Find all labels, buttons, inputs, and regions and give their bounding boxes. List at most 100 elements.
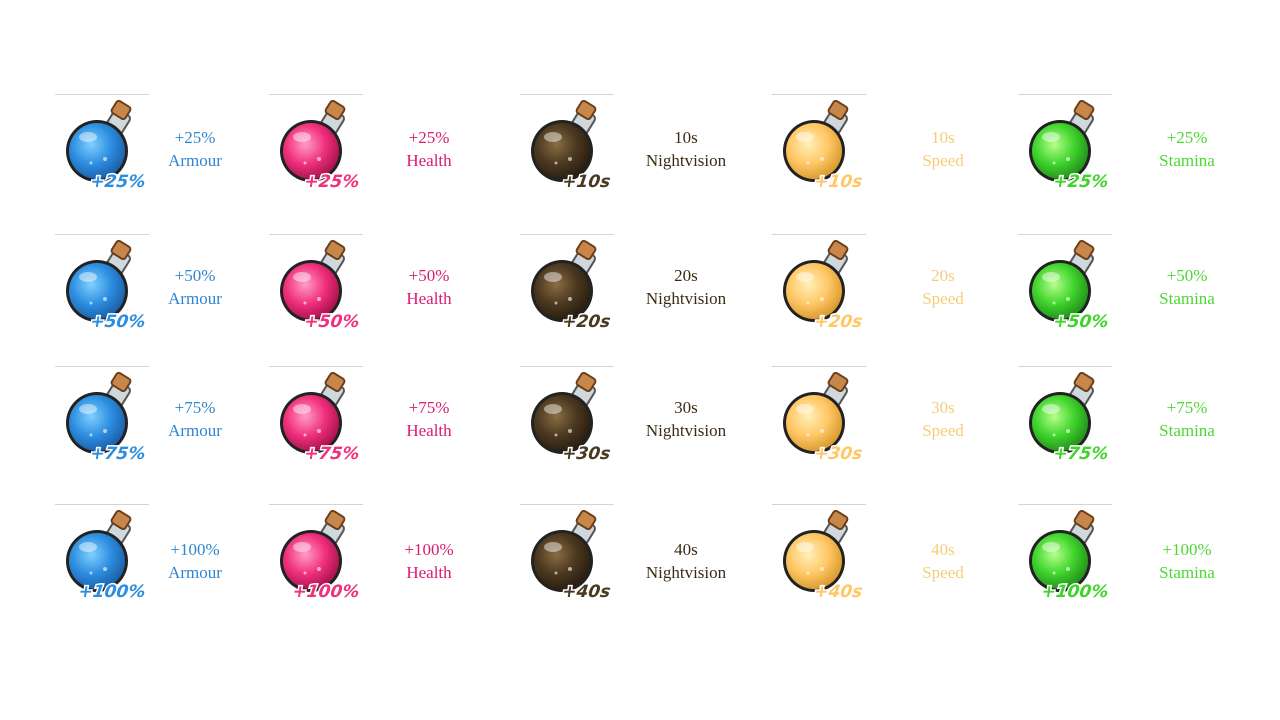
potion-badge-text: +50%: [89, 312, 147, 332]
potion-type: Health: [406, 421, 452, 440]
potion-badge-text: +10s: [561, 172, 612, 192]
potion-amount: +25%: [174, 128, 216, 147]
potion-badge-text: +10s: [813, 172, 864, 192]
potion-amount: 10s: [931, 128, 955, 147]
potion-type: Nightvision: [645, 151, 727, 170]
speed-potion-icon[interactable]: +30s: [772, 366, 866, 467]
potion-bottle-icon: +25%: [280, 99, 362, 193]
speed-potion-icon[interactable]: +40s: [772, 504, 866, 605]
health-potion-label: +100% Health: [404, 538, 453, 584]
potion-type: Speed: [922, 563, 964, 582]
potion-badge-text: +25%: [89, 172, 147, 192]
potion-type: Speed: [922, 151, 964, 170]
potion-bottle-icon: +30s: [531, 371, 613, 465]
stamina-potion-icon[interactable]: +100%: [1018, 504, 1112, 605]
potion-amount: +100%: [170, 540, 220, 559]
nightvision-potion-icon[interactable]: +40s: [520, 504, 614, 605]
potion-type: Armour: [168, 289, 222, 308]
potion-type: Stamina: [1159, 563, 1215, 582]
potion-type: Nightvision: [645, 563, 727, 582]
potion-bottle-icon: +50%: [66, 239, 148, 333]
potion-badge-text: +100%: [77, 582, 147, 602]
nightvision-potion-icon[interactable]: +30s: [520, 366, 614, 467]
health-potion-icon[interactable]: +50%: [269, 234, 363, 335]
armour-potion-icon[interactable]: +100%: [55, 504, 149, 605]
potion-type: Nightvision: [645, 289, 727, 308]
potion-type: Stamina: [1159, 289, 1215, 308]
stamina-potion-icon[interactable]: +25%: [1018, 94, 1112, 195]
potion-badge-text: +100%: [1040, 582, 1110, 602]
potion-amount: 20s: [931, 266, 955, 285]
potion-badge-text: +30s: [813, 444, 864, 464]
health-potion-label: +75% Health: [406, 396, 451, 442]
health-potion-label: +50% Health: [406, 264, 451, 310]
stamina-potion-icon[interactable]: +50%: [1018, 234, 1112, 335]
speed-potion-icon[interactable]: +10s: [772, 94, 866, 195]
potion-badge-text: +40s: [813, 582, 864, 602]
potion-type: Nightvision: [645, 421, 727, 440]
potion-type: Speed: [922, 421, 964, 440]
potion-bottle-icon: +50%: [280, 239, 362, 333]
potion-bottle-icon: +10s: [783, 99, 865, 193]
health-potion-label: +25% Health: [406, 126, 451, 172]
potion-bottle-icon: +10s: [531, 99, 613, 193]
potion-badge-text: +50%: [303, 312, 361, 332]
potion-amount: +75%: [408, 398, 450, 417]
potion-amount: 40s: [674, 540, 698, 559]
potion-bottle-icon: +40s: [531, 509, 613, 603]
potion-amount: +75%: [174, 398, 216, 417]
armour-potion-label: +75%Armour: [168, 396, 222, 442]
potion-amount: +50%: [174, 266, 216, 285]
armour-potion-icon[interactable]: +25%: [55, 94, 149, 195]
potion-amount: +100%: [1162, 540, 1212, 559]
potion-bottle-icon: +100%: [280, 509, 362, 603]
potion-bottle-icon: +50%: [1029, 239, 1111, 333]
potion-amount: 30s: [674, 398, 698, 417]
nightvision-potion-icon[interactable]: +10s: [520, 94, 614, 195]
stamina-potion-label: +75%Stamina: [1159, 396, 1215, 442]
armour-potion-icon[interactable]: +50%: [55, 234, 149, 335]
armour-potion-label: +50% Armour: [168, 264, 222, 310]
potion-bottle-icon: +25%: [66, 99, 148, 193]
armour-potion-label: +100%Armour: [168, 538, 222, 584]
speed-potion-icon[interactable]: +20s: [772, 234, 866, 335]
potion-badge-text: +25%: [303, 172, 361, 192]
potion-amount: +100%: [404, 540, 454, 559]
potion-badge-text: +40s: [561, 582, 612, 602]
potion-type: Health: [406, 563, 452, 582]
potion-type: Health: [406, 151, 452, 170]
potion-badge-text: +20s: [561, 312, 612, 332]
potion-amount: +25%: [408, 128, 450, 147]
potion-bottle-icon: +25%: [1029, 99, 1111, 193]
health-potion-icon[interactable]: +25%: [269, 94, 363, 195]
potion-bottle-icon: +20s: [531, 239, 613, 333]
potion-bottle-icon: +75%: [66, 371, 148, 465]
health-potion-icon[interactable]: +75%: [269, 366, 363, 467]
potion-amount: +50%: [408, 266, 450, 285]
stamina-potion-label: +100% Stamina: [1159, 538, 1215, 584]
potion-bottle-icon: +100%: [66, 509, 148, 603]
potion-amount: 40s: [931, 540, 955, 559]
potion-bottle-icon: +40s: [783, 509, 865, 603]
potion-bottle-icon: +20s: [783, 239, 865, 333]
potion-badge-text: +25%: [1052, 172, 1110, 192]
armour-potion-label: +25%Armour: [168, 126, 222, 172]
potion-type: Speed: [922, 289, 964, 308]
potion-amount: +25%: [1166, 128, 1208, 147]
armour-potion-icon[interactable]: +75%: [55, 366, 149, 467]
potion-badge-text: +50%: [1052, 312, 1110, 332]
stamina-potion-label: +50%Stamina: [1159, 264, 1215, 310]
potion-type: Health: [406, 289, 452, 308]
stamina-potion-icon[interactable]: +75%: [1018, 366, 1112, 467]
potion-badge-text: +75%: [89, 444, 147, 464]
potion-amount: 10s: [674, 128, 698, 147]
nightvision-potion-icon[interactable]: +20s: [520, 234, 614, 335]
health-potion-icon[interactable]: +100%: [269, 504, 363, 605]
potion-bottle-icon: +30s: [783, 371, 865, 465]
